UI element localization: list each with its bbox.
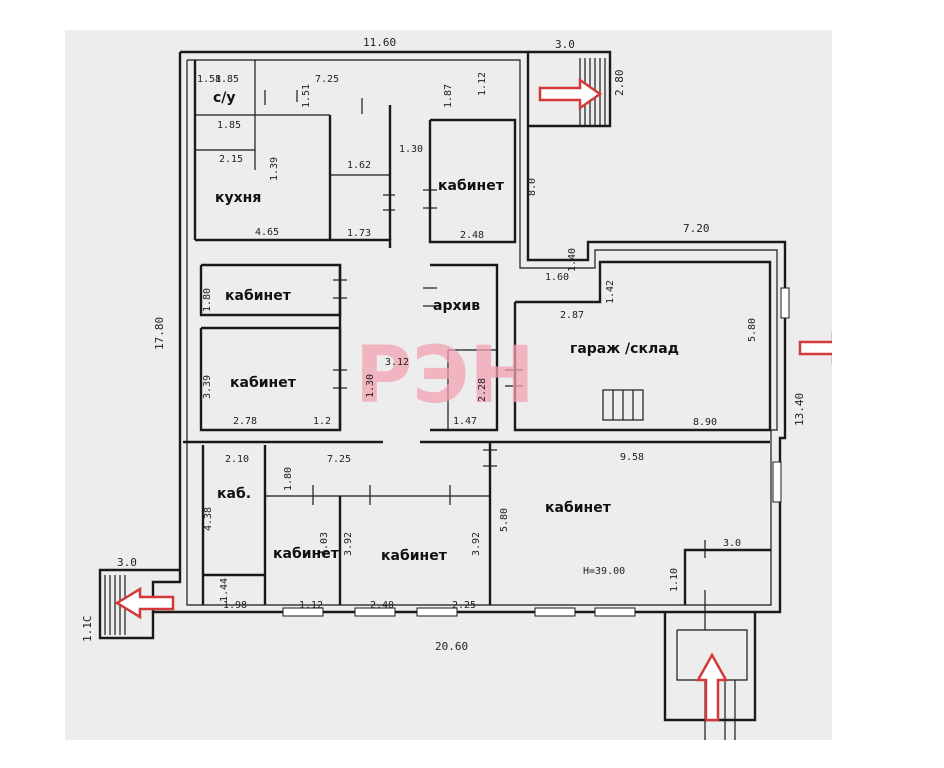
dim-c180: 1.80 (283, 467, 294, 491)
dim-stairs-right: 2.80 (613, 70, 626, 97)
dim-left-stairs-side: 1.1С (81, 616, 94, 643)
dim-top-stairs: 3.0 (555, 38, 575, 51)
arrow-left-stairs-icon (114, 586, 175, 620)
room-label-kab-small: каб. (217, 486, 251, 502)
dim-wc-2: 1.58 (197, 74, 221, 85)
dim-c151: 1.51 (301, 84, 312, 108)
floor-plan-sheet: РЭН с/у кухня кабинет кабинет кабинет ар… (65, 30, 832, 740)
room-label-archive: архив (433, 298, 480, 314)
dim-kab-w: 2.10 (225, 454, 249, 465)
dim-office-large-width: 9.58 (620, 452, 644, 463)
dim-c187: 1.87 (443, 84, 454, 108)
room-label-office-bottom-2: кабинет (381, 548, 448, 564)
dim-r14-h: 2.28 (477, 378, 488, 402)
arrow-right-garage-icon (798, 331, 832, 365)
windows (282, 287, 790, 617)
dim-c142: 1.42 (605, 280, 616, 304)
watermark: РЭН (355, 331, 535, 421)
door-marks (264, 90, 706, 630)
dim-right-height: 13.40 (793, 393, 806, 426)
dim-kab-b: 1.98 (223, 600, 247, 611)
dim-ob1-w: 1.12 (299, 600, 323, 611)
dim-wc-4: 2.15 (219, 154, 243, 165)
dim-garage-inner: 8.90 (693, 417, 717, 428)
room-label-office-top: кабинет (438, 178, 505, 194)
floor-plan: РЭН с/у кухня кабинет кабинет кабинет ар… (81, 36, 832, 740)
dim-ob2-w: 2.40 (370, 600, 394, 611)
dim-office-top-side: 8.0 (527, 178, 538, 196)
dim-office-large-side: 5.80 (499, 508, 510, 532)
dim-cab1-side: 1.80 (202, 288, 213, 312)
dim-ob2-h: 3.92 (343, 532, 354, 556)
dim-bottom-width: 20.60 (435, 640, 468, 653)
dim-top-width: 11.60 (363, 36, 396, 49)
arrow-right-stairs-icon (538, 77, 603, 111)
room-label-office-left-1: кабинет (225, 288, 292, 304)
dim-cab2-w: 2.78 (233, 416, 257, 427)
dim-ob3-w: 2.25 (452, 600, 476, 611)
dim-kab-h: 4.38 (203, 507, 214, 531)
dim-wc-1: 1.85 (215, 74, 239, 85)
dim-wc-3: 1.85 (217, 120, 241, 131)
arrow-up-entrance-icon (695, 652, 729, 722)
dim-kab-b2: 1.44 (219, 578, 230, 602)
dim-kitchen-w: 4.65 (255, 227, 279, 238)
dim-bottom-left-stairs: 3.0 (117, 556, 137, 569)
dim-r21: 1.73 (347, 228, 371, 239)
dim-garage-side: 5.80 (747, 318, 758, 342)
dim-garage-width: 7.20 (683, 222, 710, 235)
dim-r20: 1.62 (347, 160, 371, 171)
room-label-office-large: кабинет (545, 500, 612, 516)
dim-arch-h: 1.30 (365, 374, 376, 398)
dim-c112: 1.12 (477, 72, 488, 96)
dim-garage-top: 2.87 (560, 310, 584, 321)
room-label-office-bottom-1: кабинет (273, 546, 340, 562)
room-label-wc: с/у (213, 90, 236, 106)
outer-wall-main (151, 50, 787, 614)
dim-area: Н=39.00 (583, 566, 625, 577)
dim-c160: 1.60 (545, 272, 569, 283)
outer-wall-inner-offset (186, 59, 778, 606)
dim-office-top-h: 1.30 (399, 144, 423, 155)
dim-r14-w: 1.47 (453, 416, 477, 427)
dim-corridor-top: 7.25 (315, 74, 339, 85)
room-label-office-left-2: кабинет (230, 375, 297, 391)
dim-left-height: 17.80 (153, 317, 166, 350)
dim-ob3-h: 3.92 (471, 532, 482, 556)
dim-cab2-side: 3.39 (202, 375, 213, 399)
dim-arch-w: 3.12 (385, 357, 409, 368)
dim-ob1-h: 4.03 (319, 532, 330, 556)
dim-c140: 1.40 (567, 248, 578, 272)
dim-kitchen-h: 1.39 (269, 157, 280, 181)
dim-vest-width: 3.0 (723, 538, 741, 549)
dim-office-top-w: 2.48 (460, 230, 484, 241)
room-label-garage: гараж /склад (570, 341, 679, 357)
dim-vest-side: 1.10 (669, 568, 680, 592)
dim-cab2-x: 1.2 (313, 416, 331, 427)
dim-corridor-bottom: 7.25 (327, 454, 351, 465)
room-label-kitchen: кухня (215, 190, 261, 206)
interior-walls (183, 60, 772, 605)
